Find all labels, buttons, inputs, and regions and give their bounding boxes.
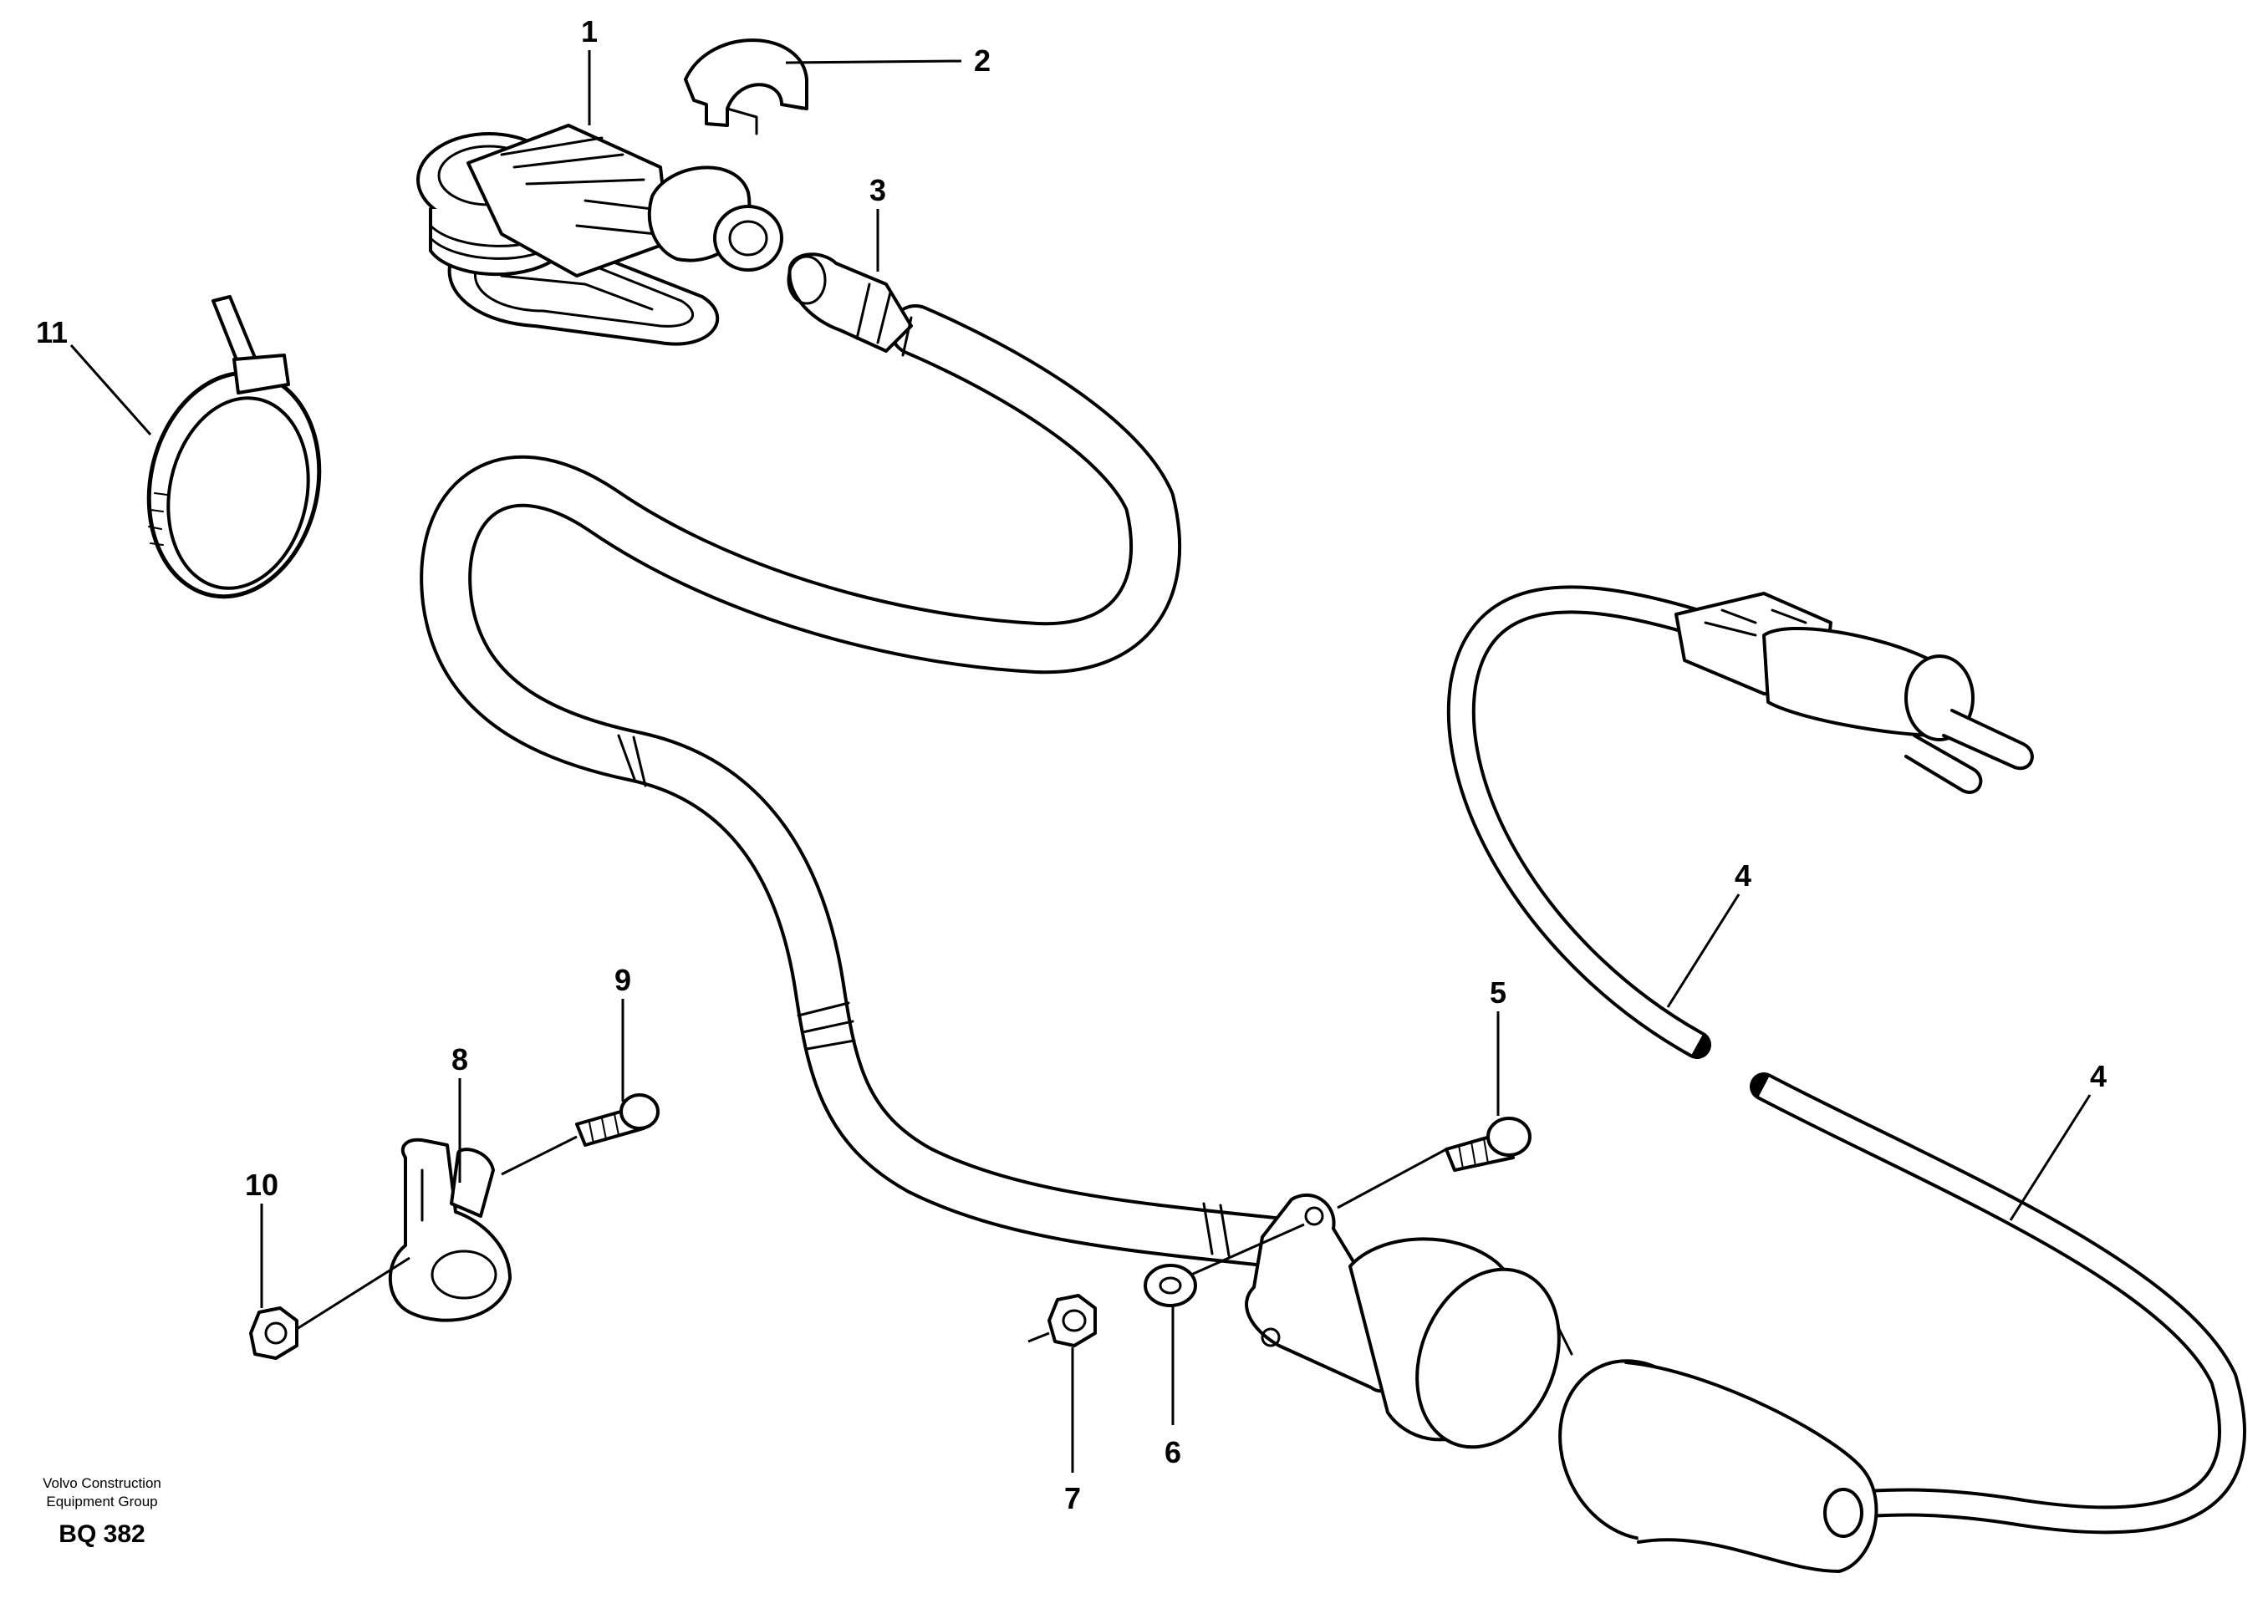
- footer-company-line1: Volvo Construction: [43, 1475, 161, 1491]
- footer-illustration-code: BQ 382: [59, 1520, 145, 1548]
- p-clamp-8: [388, 1138, 512, 1322]
- callout-10: 10: [245, 1168, 278, 1202]
- bolt-9: [575, 1093, 660, 1147]
- power-cord: [1446, 585, 2246, 1535]
- callout-5: 5: [1490, 975, 1506, 1010]
- callout-8: 8: [451, 1042, 468, 1077]
- callout-4a: 4: [1735, 858, 1751, 893]
- callout-1: 1: [581, 14, 598, 48]
- washer-6: [1144, 1264, 1197, 1307]
- callout-11: 11: [36, 315, 68, 349]
- callout-4b: 4: [2090, 1059, 2107, 1093]
- callouts: 1 2 3 4 4 5 6 7 8 9 10 11: [36, 14, 2107, 1515]
- nut-7: [1047, 1294, 1097, 1347]
- nut-10: [249, 1306, 298, 1360]
- mains-plug: [1674, 592, 2034, 794]
- footer-company-line2: Equipment Group: [46, 1494, 157, 1509]
- hose-connector: [787, 252, 913, 357]
- bolt-5: [1445, 1117, 1532, 1172]
- heater-hose: [420, 304, 1330, 1271]
- engine-heater-element: [416, 124, 783, 346]
- callout-2: 2: [974, 43, 991, 78]
- leader-lines: [69, 50, 2092, 1473]
- callout-7: 7: [1064, 1481, 1081, 1515]
- callout-9: 9: [614, 963, 631, 997]
- callout-6: 6: [1165, 1435, 1181, 1469]
- publisher-footer: Volvo Construction Equipment Group BQ 38…: [43, 1475, 161, 1548]
- socket-assembly: [1245, 1194, 1573, 1449]
- callout-3: 3: [869, 173, 886, 207]
- cable-tie: [146, 295, 322, 599]
- socket-boot: [1558, 1359, 1878, 1573]
- hose-clip: [684, 38, 808, 135]
